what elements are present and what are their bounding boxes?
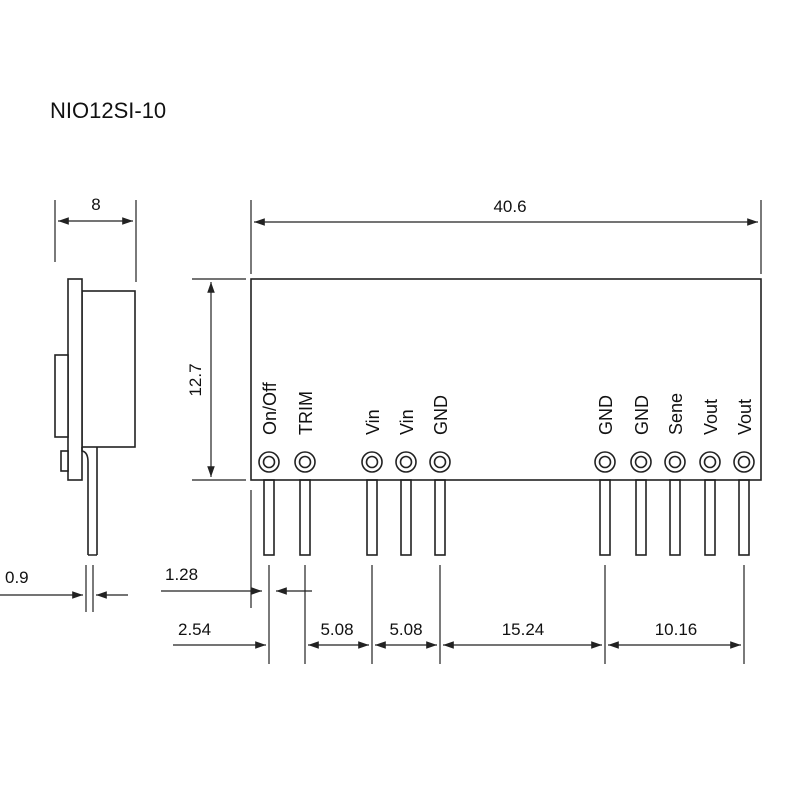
front-module-body [250,278,762,481]
pin-hole [298,455,312,469]
front-view: 40.6 12.7 On/Off TRIM Vin Vin GND GND GND Sene V… [161,197,762,664]
pin-hole [634,455,648,469]
pin-leg [400,479,412,556]
pin-pad [699,451,721,473]
pin-thickness-label: 0.9 [5,568,29,587]
side-module-body [81,290,136,448]
pin-hole [433,455,447,469]
pin-leg [635,479,647,556]
pin-label: Sene [666,393,686,435]
pin-leg [299,479,311,556]
side-component [54,354,69,438]
pin-label: GND [431,395,451,435]
pin-leg [738,479,750,556]
pin-leg [366,479,378,556]
pin-pad [429,451,451,473]
side-pcb-board [67,278,83,481]
pin-pad [395,451,417,473]
side-view: 8 0.9 [0,195,137,612]
pin-label: Vin [363,409,383,435]
pin-label: Vout [701,399,721,435]
pin-label: Vout [735,399,755,435]
pin-hole [262,455,276,469]
spacing-label-4: 15.24 [502,620,545,639]
pin-leg [669,479,681,556]
spacing-label-2: 5.08 [320,620,353,639]
spacing-label-3: 5.08 [389,620,422,639]
spacing-label-5: 10.16 [655,620,698,639]
pin-hole [399,455,413,469]
pin-pad [294,451,316,473]
pin-pad [664,451,686,473]
side-tab [60,450,69,472]
pin-pad [258,451,280,473]
pin-hole [598,455,612,469]
side-pin [81,447,98,556]
pin-hole [365,455,379,469]
pin-diameter-label: 1.28 [165,565,198,584]
pin-pad [733,451,755,473]
pin-label: GND [632,395,652,435]
length-label: 40.6 [493,197,526,216]
pin-label: TRIM [296,391,316,435]
pin-leg [704,479,716,556]
spacing-label-1: 2.54 [178,620,211,639]
pin-pad [630,451,652,473]
pin-hole [668,455,682,469]
side-width-label: 8 [91,195,100,214]
pin-leg [434,479,446,556]
height-label: 12.7 [186,363,205,396]
pin-pad [361,451,383,473]
pin-hole [737,455,751,469]
pin-label: On/Off [260,381,280,435]
pin-hole [703,455,717,469]
pin-label: GND [596,395,616,435]
pin-pad [594,451,616,473]
pin-leg [263,479,275,556]
pin-label: Vin [397,409,417,435]
pin-leg [599,479,611,556]
drawing-title: NIO12SI-10 [50,98,166,123]
